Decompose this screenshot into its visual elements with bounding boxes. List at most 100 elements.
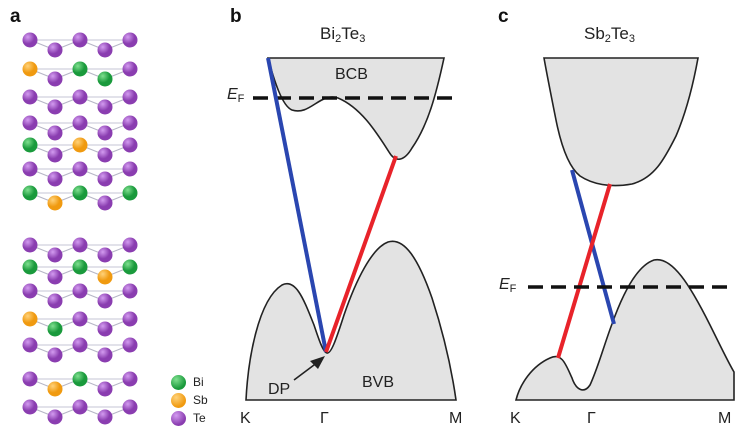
atom-te: [122, 61, 138, 77]
atom-te: [72, 337, 88, 353]
panel-b-m-label: M: [449, 410, 463, 427]
atom-te: [72, 311, 88, 327]
atom-sb: [22, 61, 38, 77]
atom-te: [47, 293, 63, 309]
atom-bi: [72, 259, 88, 275]
atom-te: [22, 161, 38, 177]
panel-c-k-label: K: [510, 410, 521, 427]
bvb-label: BVB: [362, 374, 395, 391]
atom-te: [72, 32, 88, 48]
legend-sb-dot: [171, 393, 186, 408]
atom-te: [47, 71, 63, 87]
legend-bi-label: Bi: [193, 375, 204, 389]
atom-te: [122, 89, 138, 105]
bcb-label: BCB: [335, 66, 368, 83]
atom-te: [47, 247, 63, 263]
atom-sb: [97, 269, 113, 285]
panel-b-ef-label: EF: [227, 86, 245, 105]
atom-te: [47, 42, 63, 58]
atom-te: [97, 409, 113, 425]
atom-te: [22, 32, 38, 48]
panel-b-conduction-band: [266, 57, 445, 160]
atom-te: [72, 115, 88, 131]
dp-label: DP: [268, 381, 291, 398]
atom-te: [97, 42, 113, 58]
panel-b-letter: b: [230, 6, 242, 27]
panel-c-red-surface-state: [556, 183, 612, 359]
crystal-structure: [22, 32, 138, 425]
atom-bi: [72, 371, 88, 387]
atom-bi: [22, 137, 38, 153]
panel-c-ef-label: EF: [499, 276, 517, 295]
atom-te: [122, 32, 138, 48]
panel-c-gamma-label: Γ: [587, 410, 596, 427]
atom-te: [72, 237, 88, 253]
atom-te: [72, 161, 88, 177]
legend-te-label: Te: [193, 411, 206, 425]
panel-a-letter: a: [10, 6, 21, 27]
panel-c-valence-band: [514, 258, 735, 401]
atom-te: [97, 147, 113, 163]
panel-c-title: Sb2Te3: [584, 24, 636, 45]
panel-b-gamma-label: Γ: [320, 410, 329, 427]
atom-te: [72, 89, 88, 105]
atom-te: [122, 161, 138, 177]
atom-bi: [72, 61, 88, 77]
atom-te: [22, 115, 38, 131]
atom-te: [97, 321, 113, 337]
panel-b-valence-band: [245, 240, 457, 401]
atom-te: [97, 195, 113, 211]
atom-te: [22, 237, 38, 253]
panel-b-red-surface-state: [324, 155, 398, 353]
panel-b-title: Bi2Te3: [320, 24, 366, 45]
atom-te: [97, 293, 113, 309]
atom-sb: [22, 311, 38, 327]
atom-bi: [122, 259, 138, 275]
atom-te: [72, 399, 88, 415]
atom-sb: [47, 381, 63, 397]
atom-bi: [97, 71, 113, 87]
panel-c-letter: c: [498, 6, 509, 27]
atom-bi: [47, 321, 63, 337]
legend-sb-label: Sb: [193, 393, 208, 407]
panel-b-k-label: K: [240, 410, 251, 427]
atom-te: [97, 381, 113, 397]
atom-bi: [22, 259, 38, 275]
panel-c-conduction-band: [543, 57, 699, 187]
legend-bi-dot: [171, 375, 186, 390]
atom-te: [47, 269, 63, 285]
panel-b-blue-surface-state: [266, 57, 328, 353]
atom-bi: [22, 185, 38, 201]
atom-te: [122, 399, 138, 415]
atom-te: [47, 147, 63, 163]
atom-te: [47, 125, 63, 141]
dp-arrow-head: [310, 356, 325, 369]
atom-te: [97, 125, 113, 141]
atom-sb: [47, 195, 63, 211]
panel-c-m-label: M: [718, 410, 732, 427]
atom-te: [97, 171, 113, 187]
atom-te: [47, 99, 63, 115]
atom-te: [97, 99, 113, 115]
atom-te: [22, 337, 38, 353]
atom-te: [122, 337, 138, 353]
atom-te: [122, 283, 138, 299]
atom-te: [22, 89, 38, 105]
atom-te: [122, 371, 138, 387]
atom-te: [47, 347, 63, 363]
atom-te: [122, 137, 138, 153]
atom-te: [122, 115, 138, 131]
atom-bi: [122, 185, 138, 201]
atom-sb: [72, 137, 88, 153]
atom-te: [122, 311, 138, 327]
atom-te: [97, 247, 113, 263]
atom-te: [22, 371, 38, 387]
legend-te-dot: [171, 411, 186, 426]
atom-te: [97, 347, 113, 363]
atom-te: [122, 237, 138, 253]
atom-te: [47, 171, 63, 187]
atom-te: [72, 283, 88, 299]
atom-te: [22, 283, 38, 299]
atom-bi: [72, 185, 88, 201]
